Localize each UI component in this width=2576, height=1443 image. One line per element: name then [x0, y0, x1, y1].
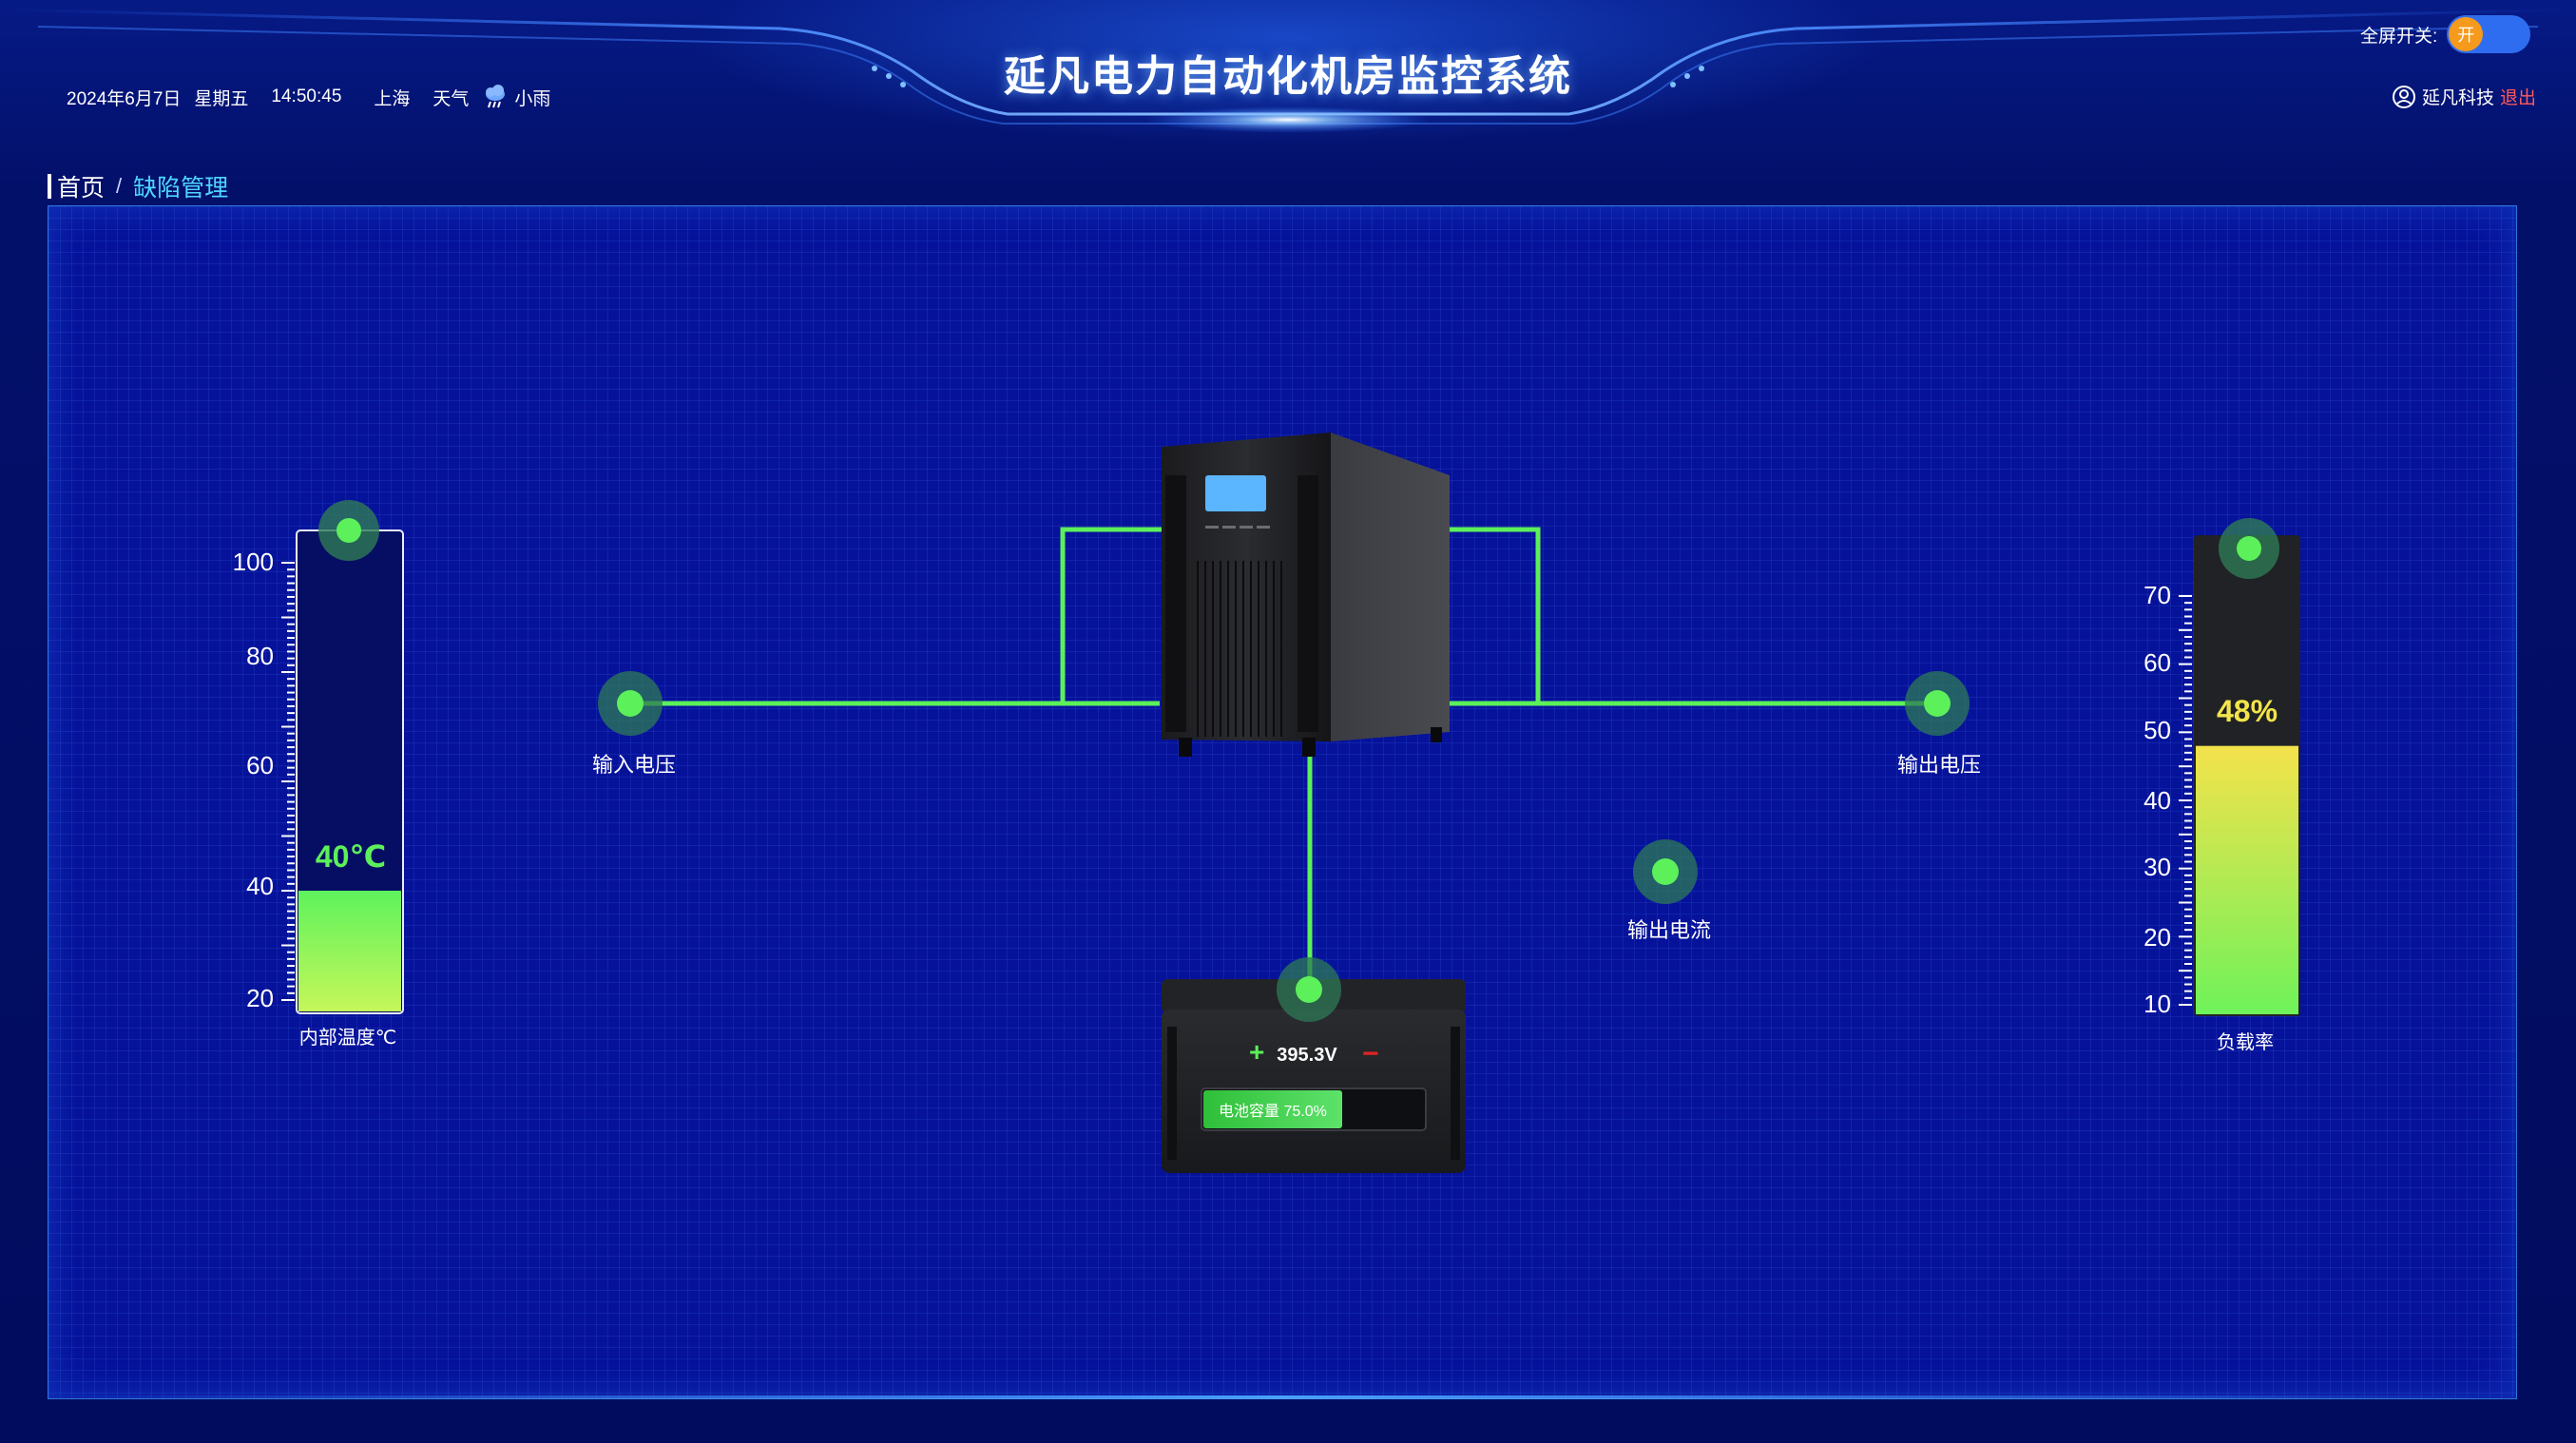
current-date: 2024年6月7日: [67, 88, 182, 109]
fullscreen-label: 全屏开关:: [2360, 26, 2438, 47]
output-voltage-node[interactable]: [1905, 671, 1970, 736]
load-tick-label-30: 30: [2143, 853, 2171, 881]
output-current-node[interactable]: [1633, 839, 1698, 904]
logout-link[interactable]: 退出: [2500, 88, 2537, 108]
weather-label: 天气: [433, 88, 470, 109]
ups-screen: [1205, 475, 1266, 511]
battery-node[interactable]: [1277, 957, 1341, 1022]
username: 延凡科技: [2422, 88, 2495, 108]
load-tick-label-50: 50: [2143, 716, 2171, 744]
load-tick-label-40: 40: [2143, 786, 2171, 815]
temperature-gauge-top-dot: [336, 518, 361, 543]
ups-device: [1162, 433, 1450, 757]
temperature-tick-label-20: 20: [246, 984, 274, 1012]
load-gauge-top-dot: [2237, 536, 2261, 561]
temperature-gauge-label: 内部温度℃: [299, 1027, 396, 1049]
temperature-gauge: 100 80 60 40 20 40℃ 内部温度℃: [233, 500, 404, 1049]
breadcrumb-separator: /: [116, 174, 123, 198]
rain-cloud-icon: [486, 85, 506, 108]
fullscreen-switch-knob: 开: [2449, 17, 2484, 51]
connection-lines: [630, 527, 1939, 989]
panel-bottom-glow: [48, 1395, 2517, 1399]
city-name: 上海: [374, 88, 411, 109]
main-panel: [48, 205, 2517, 1399]
load-tick-label-60: 60: [2143, 648, 2171, 677]
input-bypass-line: [1060, 527, 1179, 703]
fullscreen-switch[interactable]: 开: [2447, 15, 2531, 53]
breadcrumb-current: 缺陷管理: [133, 175, 229, 202]
load-value: 48%: [2217, 694, 2278, 728]
load-tick-label-10: 10: [2143, 990, 2171, 1018]
fullscreen-toggle-group: 全屏开关: 开: [2360, 15, 2531, 53]
current-time: 14:50:45: [271, 87, 342, 106]
input-voltage-node[interactable]: [598, 671, 663, 736]
load-gauge-fill: [2196, 745, 2298, 1014]
weather-condition: 小雨: [514, 88, 551, 109]
temperature-tick-label-60: 60: [246, 751, 274, 779]
user-icon: [2393, 85, 2415, 108]
load-gauge: 70 60 50 40 30 20 10 48% 负载率: [2143, 518, 2300, 1053]
load-gauge-ticks: [2179, 595, 2192, 1006]
page-title: 延凡电力自动化机房监控系统: [1004, 53, 1572, 100]
user-area: 延凡科技 退出: [2392, 84, 2536, 109]
load-tick-label-20: 20: [2143, 923, 2171, 952]
output-voltage-label: 输出电压: [1897, 753, 1981, 777]
output-current-label: 输出电流: [1627, 918, 1711, 942]
temperature-tick-label-100: 100: [233, 548, 274, 576]
temperature-value: 40℃: [316, 839, 386, 874]
load-gauge-label: 负载率: [2217, 1031, 2274, 1053]
battery-voltage: 395.3V: [1277, 1045, 1337, 1066]
breadcrumb-home-link[interactable]: 首页: [57, 175, 106, 202]
battery-plus-symbol: +: [1249, 1037, 1264, 1067]
breadcrumb-marker: [48, 174, 51, 199]
current-weekday: 星期五: [194, 88, 249, 109]
header-frame: [0, 8, 2576, 133]
temperature-tick-label-40: 40: [246, 872, 274, 900]
battery-device: + 395.3V − 电池容量 75.0%: [1162, 979, 1466, 1173]
breadcrumb: 首页 / 缺陷管理: [48, 169, 228, 203]
output-bypass-line: [1435, 527, 1541, 703]
battery-minus-symbol: −: [1362, 1038, 1379, 1069]
input-voltage-label: 输入电压: [592, 753, 676, 777]
temperature-gauge-ticks: [281, 562, 295, 1001]
battery-capacity-fill: [1203, 1090, 1342, 1128]
battery-capacity-label: 电池容量 75.0%: [1219, 1103, 1327, 1120]
datetime-weather-bar: 2024年6月7日 星期五 14:50:45 上海 天气 小雨: [67, 84, 550, 110]
temperature-gauge-fill: [298, 891, 401, 1011]
load-tick-label-70: 70: [2143, 581, 2171, 609]
temperature-tick-label-80: 80: [246, 642, 274, 670]
